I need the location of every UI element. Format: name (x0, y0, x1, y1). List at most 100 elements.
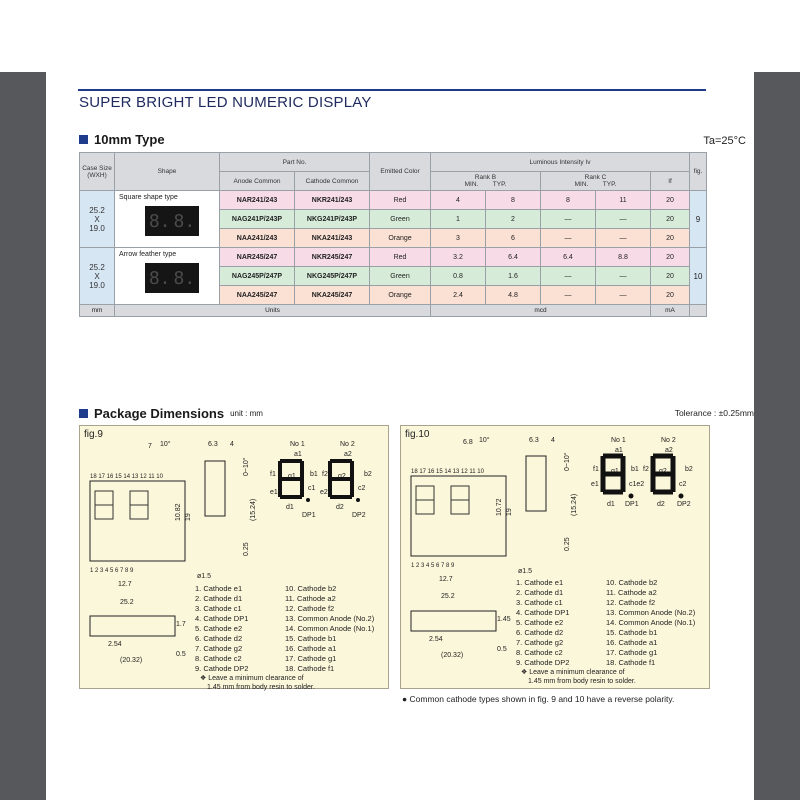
units-mm: mm (79, 304, 115, 317)
if-value: 20 (650, 209, 690, 229)
no1-label: No 1 (611, 437, 626, 444)
pin-item: 2. Cathode d1 (516, 588, 564, 597)
dim-0-25: 0.25 (243, 542, 250, 556)
anode-part: NAA245/247 (219, 285, 295, 305)
dim-phi: ø1.5 (197, 573, 211, 580)
pins-bottom: 1 2 3 4 5 6 7 8 9 (90, 568, 134, 574)
dim-19: 19 (185, 513, 192, 521)
pin-item: 16. Cathode a1 (606, 638, 658, 647)
units-mcd: mcd (430, 304, 651, 317)
rank-b-min: 2.4 (430, 285, 486, 305)
dim-6-3: 6.3 (208, 441, 218, 448)
pin-item: 6. Cathode d2 (195, 634, 243, 643)
fig10-panel: fig.10 6.8 10° 18 17 16 15 14 13 12 11 1… (400, 425, 710, 689)
pin-item: 9. Cathode DP2 (516, 658, 570, 667)
section2-title: Package Dimensions (94, 406, 225, 421)
pin-item: 11. Cathode a2 (606, 588, 657, 597)
dim-0-10: 0~10° (563, 452, 571, 471)
digit1-segments (600, 453, 626, 495)
section-bullet-icon (79, 135, 88, 144)
case-size-line: 25.2 (89, 205, 105, 215)
pin-item: 17. Cathode g1 (606, 648, 658, 657)
rank-b-typ: 4.8 (484, 285, 541, 305)
outline-digit-2 (450, 485, 470, 515)
outline-digit-1 (94, 490, 114, 520)
pin-item: 4. Cathode DP1 (195, 614, 249, 623)
shape-label: Arrow feather type (119, 251, 177, 258)
fig10-label: fig.10 (405, 429, 430, 440)
c2-label: c2 (358, 485, 366, 492)
f1-label: f1 (270, 471, 276, 478)
side-body (525, 455, 547, 512)
digit-diagram: No 1 No 2 a1 a2 f1 g1 b1 f2 g2 b2 e1 c1e… (591, 437, 693, 508)
pin-item: 2. Cathode d1 (195, 594, 243, 603)
dim-25-2: 25.2 (441, 593, 455, 600)
pin-item: 3. Cathode c1 (195, 604, 242, 613)
a2-label: a2 (665, 447, 673, 454)
pin-item: 13. Common Anode (No.2) (285, 614, 375, 623)
section-bullet-icon (79, 409, 88, 418)
typ-label: TYP. (492, 181, 507, 188)
g1-label: g1 (288, 473, 296, 480)
dim-10deg: 10° (160, 440, 171, 448)
dp2-dot (356, 498, 360, 502)
anode-part: NAG241P/243P (219, 209, 295, 229)
dim-0-10: 0~10° (242, 457, 250, 476)
emitted-color: Green (369, 209, 431, 229)
rank-c-min: — (539, 228, 596, 248)
case-size-header: Case Size (WXH) (79, 152, 115, 191)
a1-label: a1 (615, 447, 623, 454)
title-rule (78, 89, 706, 91)
dim-25-2: 25.2 (120, 599, 134, 606)
dim-2-54: 2.54 (429, 636, 443, 643)
rank-b-typ: 6.4 (484, 247, 541, 267)
emitted-color: Red (369, 190, 431, 210)
pin-item: 14. Common Anode (No.1) (285, 624, 375, 633)
if-value: 20 (650, 190, 690, 210)
units-blank (689, 304, 707, 317)
f2-label: f2 (322, 471, 328, 478)
rank-b-min: 3 (430, 228, 486, 248)
d2-label: d2 (657, 501, 665, 508)
anode-part: NAR241/243 (219, 190, 295, 210)
d1-label: d1 (607, 501, 615, 508)
section-10mm-type: 10mm Type (79, 132, 165, 147)
note-line-1: ❖ Leave a minimum clearance of (200, 675, 304, 682)
dp2-dot (678, 493, 684, 499)
rank-b-typ: 8 (484, 190, 541, 210)
fig-ref: 10 (689, 247, 707, 305)
cathode-header: Cathode Common (294, 171, 370, 191)
cathode-part: NKG245P/247P (294, 266, 370, 286)
dim-4: 4 (230, 441, 234, 448)
dim-0-25: 0.25 (564, 537, 571, 551)
tolerance-note: Tolerance : ±0.25mm (674, 408, 754, 418)
fig9-label: fig.9 (84, 429, 103, 440)
pin-item: 7. Cathode g2 (195, 644, 243, 653)
pin-item: 14. Common Anode (No.1) (606, 618, 696, 627)
right-gutter (754, 72, 800, 800)
case-size-line: 19.0 (89, 223, 105, 233)
rank-c-min: — (539, 266, 596, 286)
b1-label: b1 (310, 471, 318, 478)
pin-item: 11. Cathode a2 (285, 594, 336, 603)
fig9-drawing: 7 10° 18 17 16 15 14 13 12 11 10 1 2 3 4… (89, 440, 372, 664)
d1-label: d1 (286, 504, 294, 511)
rank-c-min: — (539, 285, 596, 305)
pin-item: 4. Cathode DP1 (516, 608, 570, 617)
dim-10deg: 10° (479, 436, 490, 444)
rank-c-typ: — (594, 285, 652, 305)
case-size-line: X (94, 271, 100, 281)
rank-c-typ: — (594, 266, 652, 286)
lum-header: Luminous Intensity Iv (430, 152, 690, 172)
note-line-2: 1.45 mm from body resin to solder. (528, 678, 636, 685)
dim-12-7: 12.7 (439, 576, 453, 583)
rank-b-min: 3.2 (430, 247, 486, 267)
rank-c-min: — (539, 209, 596, 229)
digit2-segments (328, 459, 354, 499)
pins-top: 18 17 16 15 14 13 12 11 10 (90, 474, 164, 480)
e1-label: e1 (270, 489, 278, 496)
pin-item: 5. Cathode e2 (195, 624, 243, 633)
